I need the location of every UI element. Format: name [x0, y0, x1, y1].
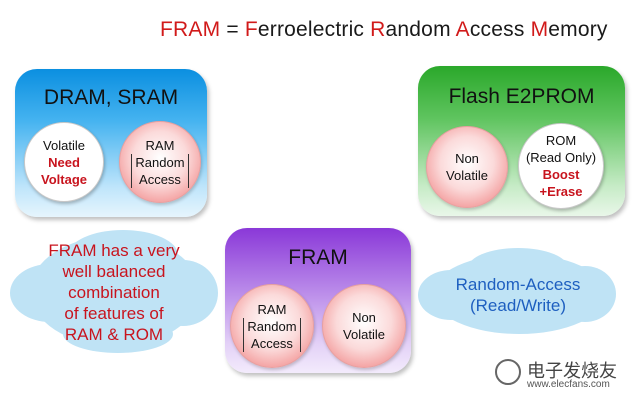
random-access-bracket: Random Access: [131, 153, 189, 188]
volatile-label: Volatile: [343, 327, 385, 342]
nonvolatile-circle: Non Volatile: [322, 284, 406, 368]
title-part: emory: [548, 18, 608, 41]
elecfans-logo-icon: [495, 359, 521, 385]
access-label: Access: [139, 171, 181, 187]
need-label: Need: [48, 154, 80, 170]
nonvolatile-circle: Non Volatile: [426, 126, 508, 208]
fram-box: FRAM RAM Random Access Non Volatile: [225, 228, 411, 373]
non-label: Non: [352, 310, 376, 325]
cloud-puff: [10, 264, 90, 322]
ram-label: RAM: [145, 137, 175, 153]
random-access-bracket: Random Access: [243, 317, 301, 352]
cloud-line: RAM & ROM: [64, 325, 164, 344]
flash-e2prom-title: Flash E2PROM: [448, 85, 595, 108]
cloud-line: of features of: [64, 304, 164, 323]
cloud-line: Random-Access: [455, 275, 581, 294]
left-cloud: FRAM has a very well balanced combinatio…: [8, 230, 220, 355]
ram-circle: RAM Random Access: [230, 284, 314, 368]
watermark-url: www.elecfans.com: [527, 379, 610, 390]
flash-e2prom-box: Flash E2PROM Non Volatile ROM (Read Only…: [418, 66, 625, 216]
right-cloud: Random-Access (Read/Write): [418, 248, 618, 340]
title-part: ccess: [469, 18, 531, 41]
boost-label: Boost: [542, 167, 580, 182]
cloud-puff: [468, 248, 568, 288]
title-part: =: [220, 18, 245, 41]
cloud-text: Random-Access (Read/Write): [418, 274, 618, 316]
cloud-puff: [68, 230, 178, 280]
title-part: andom: [385, 18, 456, 41]
ram-label: RAM: [257, 301, 287, 317]
title-part: erroelectric: [257, 18, 371, 41]
page-title: FRAM = Ferroelectric Random Access Memor…: [160, 18, 608, 42]
dram-sram-box: DRAM, SRAM Volatile Need Voltage RAM Ran…: [15, 69, 207, 217]
non-label: Non: [455, 151, 479, 166]
cloud-line: well balanced: [62, 262, 166, 281]
title-part: R: [370, 18, 386, 41]
fram-title: FRAM: [288, 246, 348, 269]
cloud-puff: [418, 270, 484, 320]
rom-circle: ROM (Read Only) Boost +Erase: [518, 123, 604, 209]
dram-sram-title: DRAM, SRAM: [43, 86, 179, 109]
title-part: M: [530, 18, 549, 41]
title-part: F: [244, 18, 258, 41]
cloud-line: combination: [68, 283, 160, 302]
cloud-puff: [63, 315, 173, 353]
rom-label: ROM: [545, 133, 577, 148]
volatile-circle: Volatile Need Voltage: [24, 122, 104, 202]
random-label: Random: [247, 318, 297, 334]
volatile-label: Volatile: [43, 137, 85, 153]
random-label: Random: [135, 154, 185, 170]
volatile-label: Volatile: [446, 168, 488, 183]
cloud-line: FRAM has a very: [48, 241, 180, 260]
title-part: FRAM: [160, 18, 221, 41]
ram-circle: RAM Random Access: [119, 121, 201, 203]
access-label: Access: [251, 335, 293, 351]
cloud-text: FRAM has a very well balanced combinatio…: [8, 240, 220, 345]
erase-label: +Erase: [539, 184, 583, 199]
voltage-label: Voltage: [41, 171, 87, 187]
title-part: A: [455, 18, 470, 41]
read-only-label: (Read Only): [525, 150, 597, 165]
watermark-cn: 电子发烧友: [527, 361, 617, 381]
cloud-line: (Read/Write): [469, 296, 567, 315]
watermark: 电子发烧友 www.elecfans.com: [495, 355, 635, 395]
